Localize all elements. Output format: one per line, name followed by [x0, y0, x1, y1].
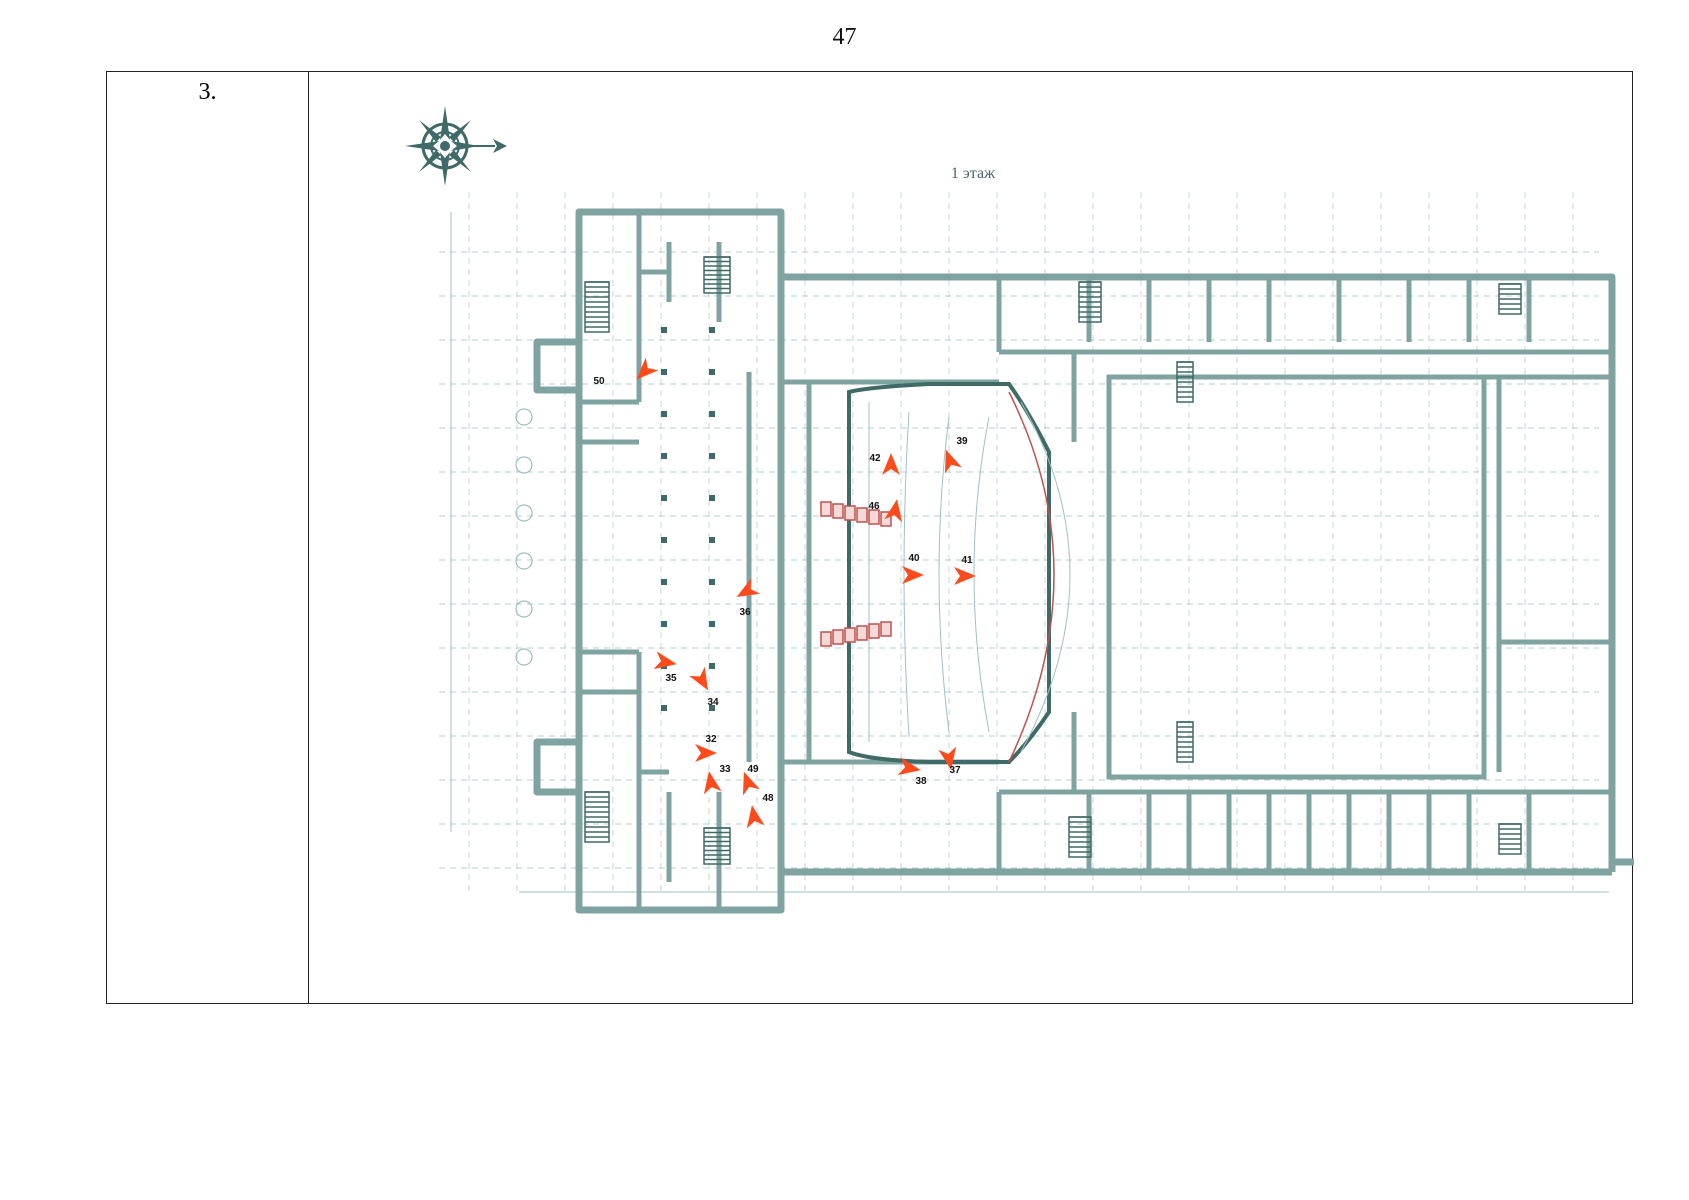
staircases [584, 256, 1522, 865]
camera-direction-marker [944, 449, 962, 474]
camera-direction-marker [884, 499, 903, 523]
camera-direction-marker [703, 771, 722, 795]
camera-direction-marker [695, 744, 717, 762]
table-row: 3. [106, 71, 1634, 1004]
marker-label: 42 [869, 453, 881, 464]
marker-label: 37 [949, 765, 961, 776]
marker-label: 41 [961, 555, 973, 566]
row-number-cell: 3. [106, 71, 309, 1004]
floor-plan-cell: 1 этаж [308, 71, 1634, 1004]
marker-label: 34 [707, 697, 719, 708]
camera-direction-marker [954, 567, 976, 585]
seat-rows [820, 501, 892, 647]
marker-label: 49 [747, 764, 759, 775]
row-number: 3. [198, 79, 217, 105]
marker-label: 48 [762, 793, 774, 804]
auditorium [820, 382, 1071, 764]
floor-label: 1 этаж [951, 165, 996, 182]
interior-walls [579, 212, 1612, 910]
marker-label: 36 [739, 607, 751, 618]
floor-plan: 1 этаж [405, 106, 1634, 914]
marker-label: 39 [956, 436, 968, 447]
camera-direction-marker [742, 771, 760, 796]
camera-direction-marker [636, 357, 659, 380]
camera-direction-marker [902, 566, 924, 584]
marker-label: 35 [665, 673, 677, 684]
camera-direction-marker [689, 666, 708, 691]
marker-label: 33 [719, 764, 731, 775]
marker-label: 38 [915, 776, 927, 787]
camera-direction-marker [736, 578, 761, 597]
camera-direction-marker [938, 746, 957, 770]
camera-direction-marker [746, 805, 765, 829]
marker-label: 50 [593, 376, 605, 387]
camera-direction-marker [882, 453, 900, 475]
camera-direction-marker [897, 757, 921, 776]
plan-grid [439, 192, 1609, 893]
marker-label: 46 [868, 501, 880, 512]
marker-label: 32 [705, 734, 717, 745]
document-table: 3. [106, 71, 1634, 1004]
compass-rose-icon [405, 106, 507, 186]
camera-direction-marker [653, 651, 677, 670]
marker-label: 40 [908, 553, 920, 564]
photo-markers: 50 42 39 46 40 41 36 35 34 32 33 49 48 38 37 [593, 357, 976, 829]
page-number: 47 [832, 24, 857, 50]
